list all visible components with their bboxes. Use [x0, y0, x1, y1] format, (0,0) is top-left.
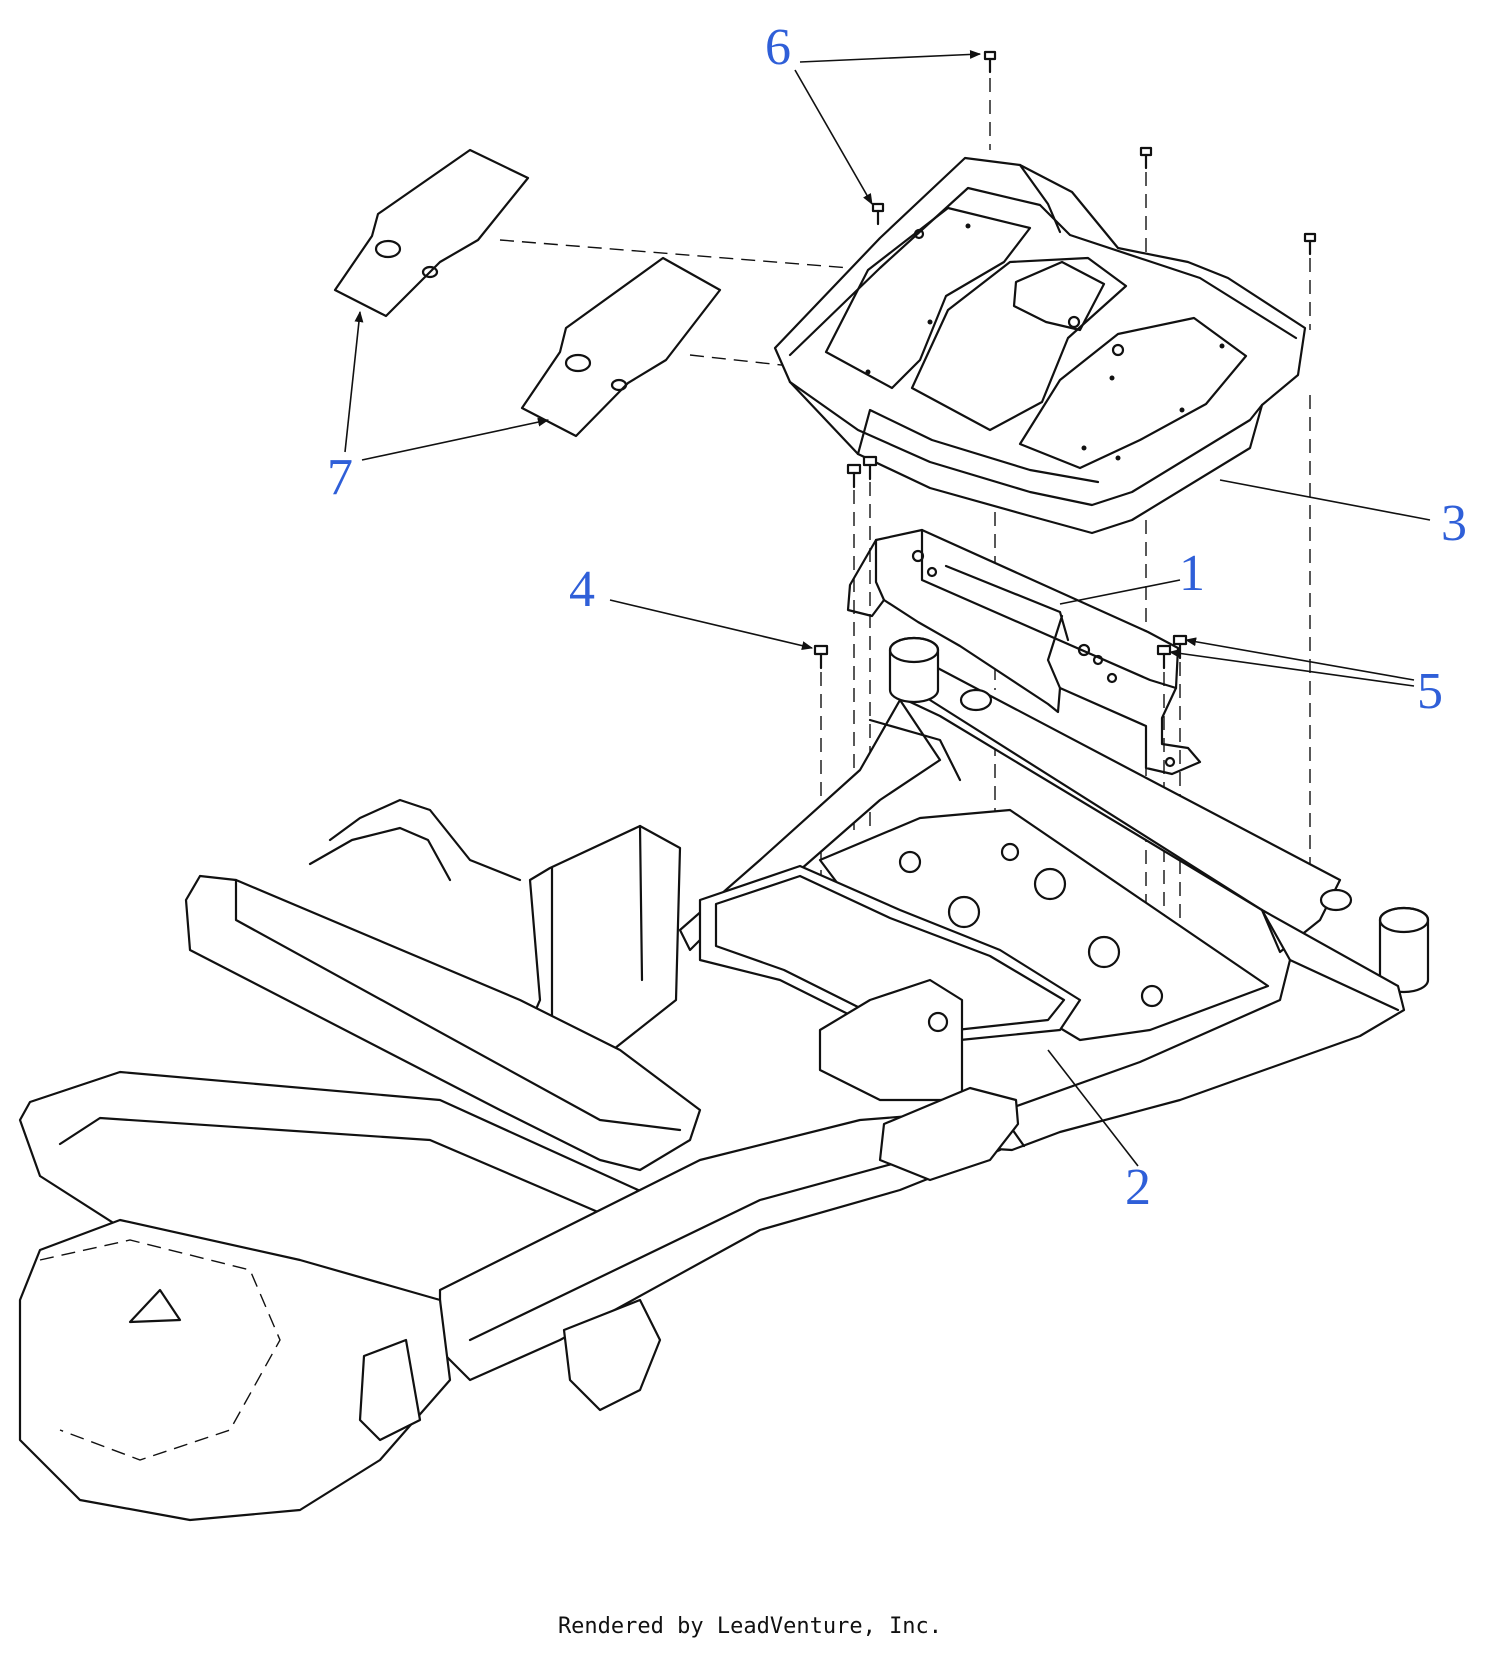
leader-2 [1047, 1049, 1139, 1167]
leader-6b [794, 69, 873, 205]
leader-6a [799, 49, 982, 63]
leader-3 [1219, 479, 1431, 521]
part-2-main-frame [18, 636, 1430, 1522]
screw-icon [1139, 146, 1153, 170]
part-7-pad-upper [333, 148, 530, 318]
callout-4: 4 [569, 561, 595, 618]
callout-2: 2 [1125, 1159, 1151, 1216]
screw-icon [983, 50, 997, 74]
leader-7a [344, 310, 364, 453]
callout-1: 1 [1179, 545, 1205, 602]
part-1-seat-bracket [846, 528, 1202, 776]
callout-5: 5 [1417, 663, 1443, 720]
leader-1 [1059, 579, 1181, 605]
perforated-foot-plate [698, 864, 1082, 1042]
render-credit: Rendered by LeadVenture, Inc. [557, 1614, 943, 1639]
screw-icon [1303, 232, 1317, 256]
callout-7: 7 [327, 449, 353, 506]
part-7-pad-lower [520, 256, 722, 438]
callout-6: 6 [765, 19, 791, 76]
leader-4 [609, 599, 814, 651]
part-3-seat-panel [773, 156, 1307, 535]
part-4-bolt [813, 644, 829, 670]
leader-5a [1184, 637, 1415, 681]
callout-3: 3 [1441, 495, 1467, 552]
dash-pad-upper-to-panel [499, 239, 901, 273]
leader-5b [1168, 648, 1415, 687]
part-6-screws [871, 50, 1317, 256]
bolts-upper-pair [846, 455, 878, 489]
screw-icon [871, 202, 885, 226]
leader-7b [361, 417, 550, 461]
